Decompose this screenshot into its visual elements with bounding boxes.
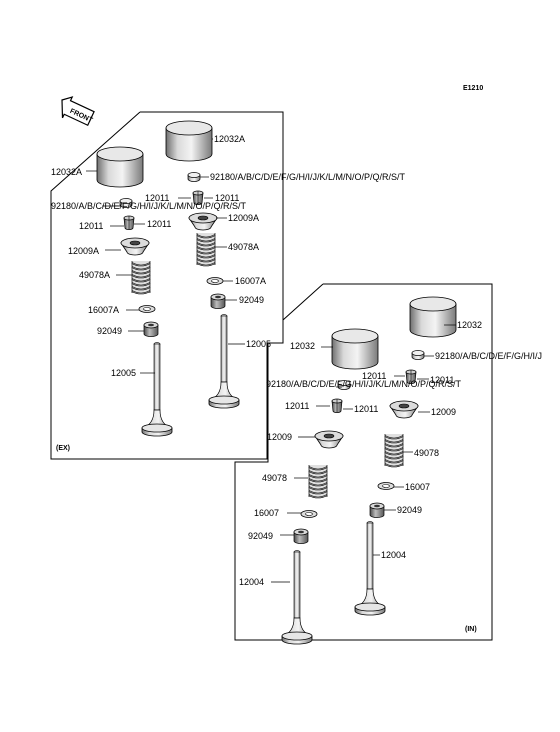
label-in-seat-right: 16007 bbox=[405, 482, 430, 492]
retainer-ex-right bbox=[188, 212, 218, 231]
label-ex-seat-left: 16007A bbox=[88, 305, 119, 315]
label-ex-retainer-left: 12009A bbox=[68, 246, 99, 256]
cotter-ex-left bbox=[123, 215, 135, 230]
retainer-in-right bbox=[389, 400, 419, 419]
label-in-shim-left: 92180/A/B/C/D/E/F/G/H/I/J/K/L/M/N/O/P/Q/… bbox=[266, 379, 462, 389]
cotter-in-left bbox=[331, 398, 343, 413]
spring-in-left bbox=[308, 464, 328, 499]
label-in-spring-right: 49078 bbox=[414, 448, 439, 458]
label-ex-seat-right: 16007A bbox=[235, 276, 266, 286]
valve-in-left bbox=[281, 550, 313, 645]
label-ex-cotter-d: 12011 bbox=[147, 219, 171, 229]
label-in-seat-left: 16007 bbox=[254, 508, 279, 518]
label-in-valve-right: 12004 bbox=[381, 550, 406, 560]
label-in-spring-left: 49078 bbox=[262, 473, 287, 483]
label-ex-valve-right: 12005 bbox=[246, 339, 271, 349]
label-ex-tappet-upper: 12032A bbox=[214, 134, 245, 144]
shim-ex-upper bbox=[187, 172, 201, 182]
tappet-ex-left bbox=[96, 146, 144, 188]
label-in-cotter-a: 12011 bbox=[362, 371, 386, 381]
tappet-in-upper bbox=[409, 296, 457, 338]
valve-ex-right bbox=[208, 314, 240, 409]
label-in-shim-upper: 92180/A/B/C/D/E/F/G/H/I/J bbox=[435, 351, 542, 361]
label-in-seal-right: 92049 bbox=[397, 505, 422, 515]
valve-in-right bbox=[354, 521, 386, 616]
diagram-code: E1210 bbox=[463, 85, 483, 92]
seal-in-right bbox=[369, 502, 385, 518]
shim-in-upper bbox=[411, 350, 425, 360]
retainer-ex-left bbox=[120, 237, 150, 256]
label-in-retainer-left: 12009 bbox=[267, 432, 292, 442]
front-arrow-icon: FRONT bbox=[61, 96, 95, 127]
label-ex-spring-right: 49078A bbox=[228, 242, 259, 252]
label-ex-valve-left: 12005 bbox=[111, 368, 136, 378]
label-ex-tappet-left: 12032A bbox=[51, 167, 82, 177]
exhaust-tag: (EX) bbox=[56, 445, 70, 452]
label-in-tappet-left: 12032 bbox=[290, 341, 315, 351]
label-ex-cotter-a: 12011 bbox=[145, 193, 169, 203]
spring-ex-right bbox=[196, 232, 216, 267]
label-ex-spring-left: 49078A bbox=[79, 270, 110, 280]
seat-ex-right bbox=[206, 277, 224, 285]
label-ex-seal-left: 92049 bbox=[97, 326, 122, 336]
label-ex-shim-left: 92180/A/B/C/D/E/F/G/H/I/J/K/L/M/N/O/P/Q/… bbox=[51, 201, 247, 211]
seal-in-left bbox=[293, 528, 309, 544]
seat-in-left bbox=[300, 510, 318, 518]
label-in-cotter-b: 12011 bbox=[430, 375, 454, 385]
spring-in-right bbox=[384, 433, 404, 468]
label-in-cotter-d: 12011 bbox=[354, 404, 378, 414]
label-ex-seal-right: 92049 bbox=[239, 295, 264, 305]
label-ex-shim-upper: 92180/A/B/C/D/E/F/G/H/I/J/K/L/M/N/O/P/Q/… bbox=[210, 172, 406, 182]
intake-panel: (IN) 120 bbox=[234, 283, 542, 645]
seat-in-right bbox=[377, 482, 395, 490]
label-ex-retainer-right: 12009A bbox=[228, 213, 259, 223]
label-ex-cotter-c: 12011 bbox=[79, 221, 103, 231]
label-ex-cotter-b: 12011 bbox=[215, 193, 239, 203]
seat-ex-left bbox=[138, 305, 156, 313]
label-in-retainer-right: 12009 bbox=[431, 407, 456, 417]
label-in-seal-left: 92049 bbox=[248, 531, 273, 541]
seal-ex-left bbox=[143, 321, 159, 337]
label-in-cotter-c: 12011 bbox=[285, 401, 309, 411]
label-in-tappet-upper: 12032 bbox=[457, 320, 482, 330]
seal-ex-right bbox=[210, 293, 226, 309]
tappet-ex-upper bbox=[165, 120, 213, 162]
exhaust-panel: (EX) 120 bbox=[50, 111, 406, 460]
retainer-in-left bbox=[314, 430, 344, 449]
spring-ex-left bbox=[131, 260, 151, 295]
valve-ex-left bbox=[141, 342, 173, 437]
tappet-in-left bbox=[331, 328, 379, 370]
intake-tag: (IN) bbox=[465, 626, 477, 633]
label-in-valve-left: 12004 bbox=[239, 577, 264, 587]
